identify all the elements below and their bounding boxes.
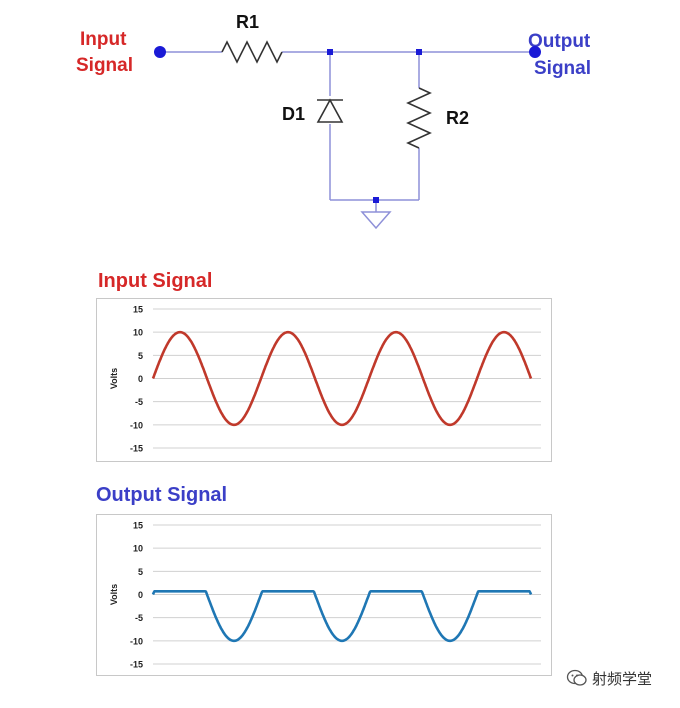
output-label-line1: Output bbox=[528, 31, 591, 52]
r2-label: R2 bbox=[446, 108, 470, 128]
d1-diode-symbol bbox=[316, 98, 344, 123]
y-tick-label: 10 bbox=[133, 328, 143, 338]
input-chart: 15 10 5 0 -5 -10 -15 Volts bbox=[109, 305, 541, 454]
signal-series-line bbox=[151, 590, 533, 643]
output-label-line2: Signal bbox=[534, 58, 592, 79]
junction-node bbox=[327, 49, 333, 55]
y-tick-label: 10 bbox=[133, 544, 143, 554]
junction-node bbox=[416, 49, 422, 55]
output-chart-frame: 15 10 5 0 -5 -10 -15 Volts bbox=[96, 514, 552, 676]
r1-resistor-symbol bbox=[221, 40, 283, 64]
d1-label: D1 bbox=[282, 104, 306, 124]
input-label-line2: Signal bbox=[76, 55, 134, 76]
y-tick-label: -15 bbox=[130, 660, 143, 670]
y-tick-label: 0 bbox=[138, 590, 143, 600]
signal-series-line bbox=[151, 330, 533, 427]
y-axis-label: Volts bbox=[109, 368, 119, 389]
r2-resistor-symbol bbox=[406, 87, 432, 149]
y-axis-label: Volts bbox=[109, 584, 119, 605]
y-tick-label: -5 bbox=[135, 613, 143, 623]
y-tick-label: 15 bbox=[133, 305, 143, 315]
input-terminal bbox=[154, 46, 166, 58]
circuit-schematic bbox=[154, 40, 541, 230]
y-tick-label: -5 bbox=[135, 397, 143, 407]
junction-node bbox=[373, 197, 379, 203]
y-tick-label: -15 bbox=[130, 444, 143, 454]
watermark-text: 射频学堂 bbox=[592, 671, 653, 688]
y-tick-label: -10 bbox=[130, 636, 143, 646]
output-chart-title: Output Signal bbox=[96, 484, 228, 506]
input-chart-frame: 15 10 5 0 -5 -10 -15 Volts bbox=[96, 298, 552, 462]
input-label-line1: Input bbox=[80, 29, 127, 50]
y-tick-label: -10 bbox=[130, 420, 143, 430]
r1-label: R1 bbox=[236, 12, 260, 32]
output-terminal bbox=[529, 46, 541, 58]
wechat-icon bbox=[566, 669, 587, 686]
ground-symbol bbox=[360, 211, 392, 230]
y-tick-label: 0 bbox=[138, 374, 143, 384]
input-chart-title: Input Signal bbox=[98, 270, 213, 292]
y-tick-label: 5 bbox=[138, 351, 143, 361]
y-tick-label: 5 bbox=[138, 567, 143, 577]
output-chart: 15 10 5 0 -5 -10 -15 Volts bbox=[109, 521, 541, 670]
y-tick-label: 15 bbox=[133, 521, 143, 531]
